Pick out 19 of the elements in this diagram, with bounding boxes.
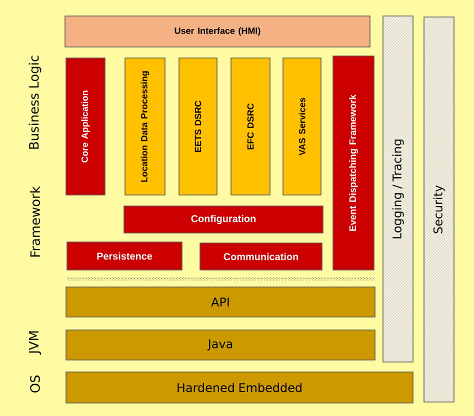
layer-box: EFC DSRC bbox=[230, 58, 270, 196]
layer-box: API bbox=[66, 286, 376, 318]
layer-box: Persistence bbox=[66, 242, 182, 270]
layer-box: Security bbox=[424, 16, 454, 402]
layer-box: VAS Services bbox=[282, 58, 322, 196]
layer-label: Framework bbox=[30, 186, 40, 257]
layer-label: JVM bbox=[29, 331, 42, 355]
layer-box: EETS DSRC bbox=[178, 58, 218, 196]
layer-label: OS bbox=[30, 376, 40, 392]
layer-box: Core Application bbox=[66, 58, 106, 196]
layer-box: Communication bbox=[200, 242, 322, 270]
layer-box: Event Dispatching Framework bbox=[332, 56, 374, 270]
layer-box: Java bbox=[66, 330, 376, 360]
layer-box: Logging / Tracing bbox=[382, 16, 414, 362]
layer-box: User Interface (HMI) bbox=[64, 16, 370, 48]
layer-label: Business Logic bbox=[28, 56, 42, 149]
layer-box: Configuration bbox=[124, 206, 324, 234]
layer-box: Hardened Embedded bbox=[66, 372, 414, 404]
layer-box: Location Data Processing bbox=[124, 58, 166, 196]
